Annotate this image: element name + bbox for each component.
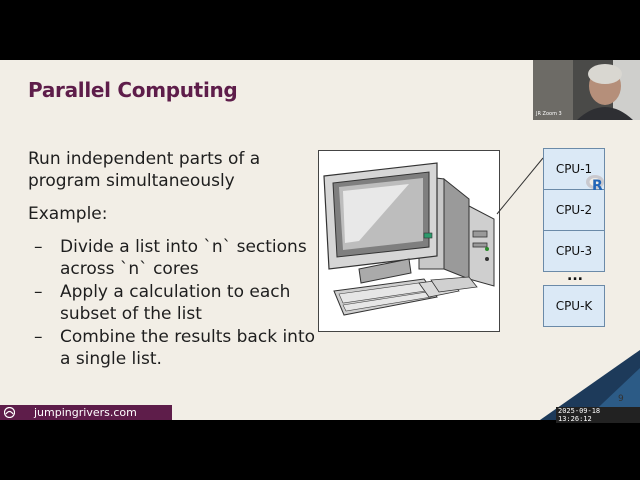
computer-clipart-icon	[318, 150, 500, 332]
cpu-box: CPU-K	[543, 285, 605, 327]
cpu-box: CPU-3	[543, 230, 605, 272]
r-logo-icon: R	[586, 175, 604, 193]
bullet-list: –Divide a list into `n` sections across …	[28, 236, 318, 371]
recording-timestamp: 2025-09-18 13:26:12	[556, 407, 640, 423]
brand-bar	[0, 405, 172, 420]
slide: Parallel Computing Run independent parts…	[0, 60, 640, 420]
participant-name: JR Zoom 3	[536, 111, 562, 117]
page-number: 9	[618, 394, 624, 404]
webcam-video	[533, 60, 640, 120]
example-label: Example:	[28, 204, 108, 224]
jumpingrivers-logo-icon	[4, 407, 15, 418]
brand-url: jumpingrivers.com	[34, 406, 137, 419]
svg-text:R: R	[592, 178, 603, 193]
bullet-item: –Divide a list into `n` sections across …	[34, 237, 307, 279]
cpu-ellipsis: ...	[567, 268, 583, 284]
bullet-item: –Apply a calculation to each subset of t…	[34, 282, 291, 324]
cpu-box: CPU-2	[543, 189, 605, 231]
intro-paragraph: Run independent parts of a program simul…	[28, 149, 261, 191]
connector-line	[496, 157, 544, 215]
bullet-item: –Combine the results back into a single …	[34, 327, 316, 369]
slide-title: Parallel Computing	[28, 78, 238, 102]
